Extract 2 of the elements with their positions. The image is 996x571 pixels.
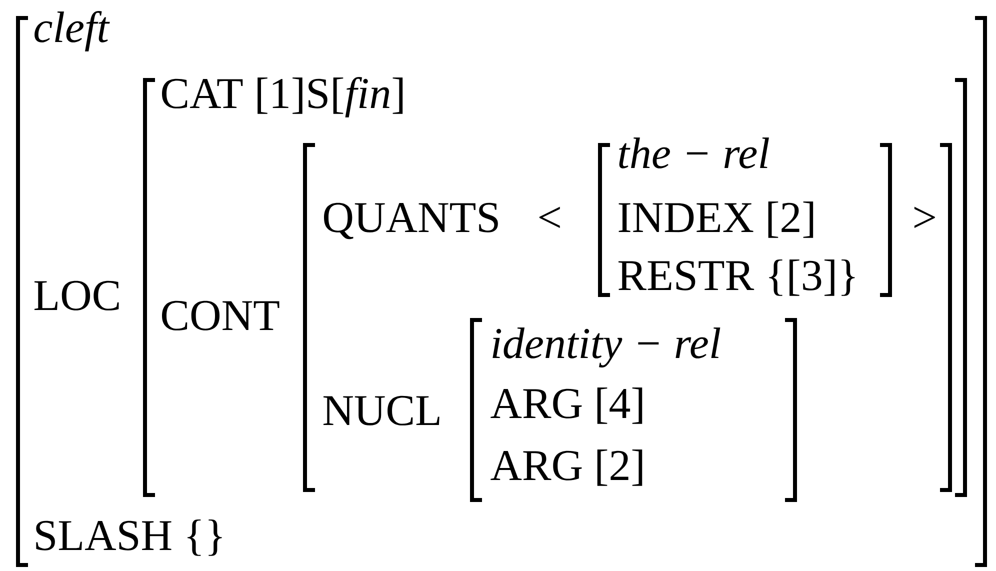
- attribute-matrix: identity − rel ARG [4] ARG [2]: [470, 318, 797, 502]
- attribute-matrix: the − rel INDEX [2] RESTR {[3]}: [598, 137, 892, 297]
